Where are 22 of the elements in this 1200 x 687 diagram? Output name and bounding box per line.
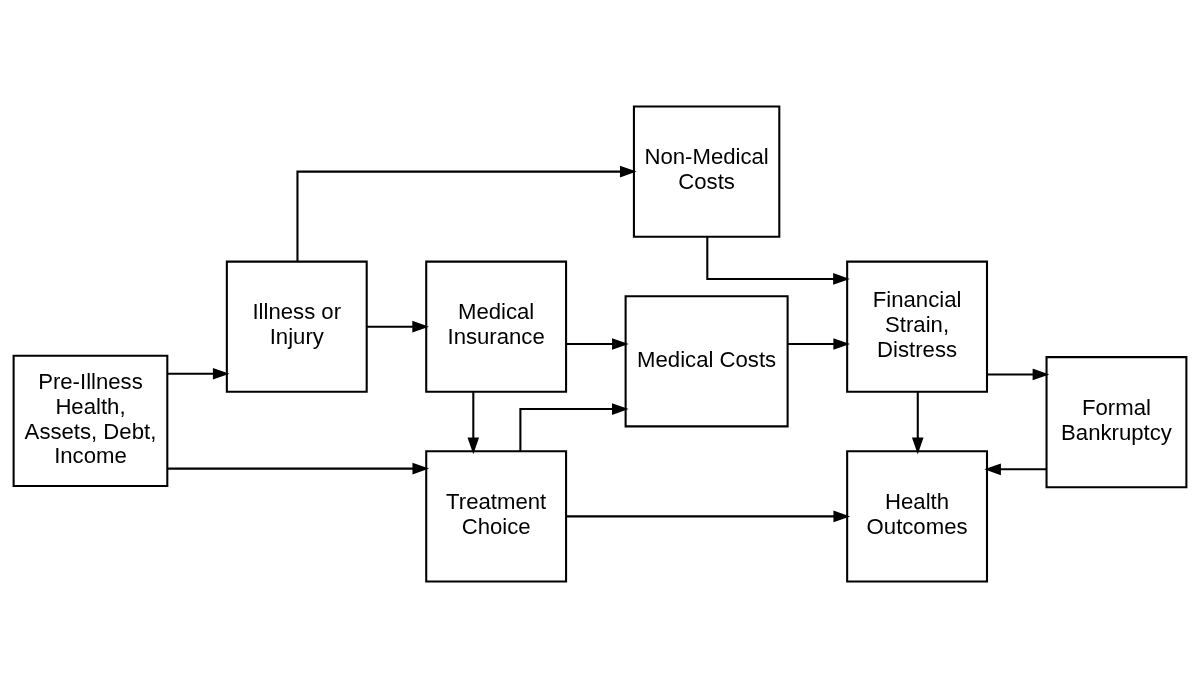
node-box: Medical Insurance [425, 260, 568, 393]
arrow [706, 236, 850, 285]
node-box: Illness or Injury [225, 260, 368, 393]
arrow [566, 337, 629, 350]
node-box: Financial Strain, Distress [846, 260, 989, 393]
arrow [911, 391, 924, 454]
node-box: Non-Medical Costs [632, 105, 781, 238]
node-box: Pre-Illness Health, Assets, Debt, Income [12, 354, 169, 487]
arrow [167, 367, 230, 380]
arrow [987, 368, 1050, 380]
arrow [566, 510, 851, 522]
node-box: Formal Bankruptcy [1045, 355, 1188, 488]
node-box: Treatment Choice [425, 449, 568, 582]
node-box: Health Outcomes [846, 449, 989, 582]
arrow [167, 462, 430, 474]
arrow [296, 165, 637, 261]
arrow [984, 463, 1047, 475]
arrow [519, 402, 629, 451]
node-box: Medical Costs [624, 294, 789, 427]
arrow [367, 320, 429, 332]
arrow [788, 337, 851, 350]
arrow [467, 391, 480, 454]
